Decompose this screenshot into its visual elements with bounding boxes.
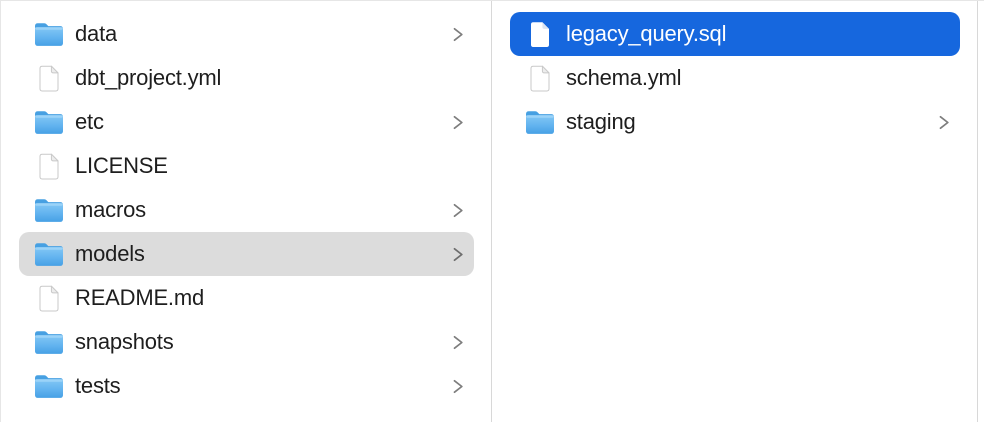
row-tests[interactable]: tests [19, 364, 474, 408]
chevron-right-icon [453, 203, 464, 218]
finder-column-right: legacy_query.sql schema.yml staging [492, 1, 978, 422]
row-staging[interactable]: staging [510, 100, 960, 144]
row-macros[interactable]: macros [19, 188, 474, 232]
finder-column-stub [978, 1, 984, 422]
item-label: legacy_query.sql [566, 21, 727, 46]
chevron-right-icon [453, 247, 464, 262]
folder-icon [34, 329, 64, 356]
folder-icon [525, 109, 555, 136]
folder-icon [34, 241, 64, 268]
folder-icon [34, 373, 64, 400]
file-icon [525, 65, 555, 92]
item-label: LICENSE [75, 153, 168, 178]
item-label: tests [75, 373, 121, 398]
chevron-right-icon [453, 379, 464, 394]
item-label: snapshots [75, 329, 174, 354]
file-icon [525, 21, 555, 48]
row-models[interactable]: models [19, 232, 474, 276]
row-readme-md[interactable]: README.md [19, 276, 474, 320]
chevron-right-icon [939, 115, 950, 130]
finder-column-left: data dbt_project.yml etc LICENSE macros … [0, 1, 492, 422]
item-label: models [75, 241, 145, 266]
item-label: etc [75, 109, 104, 134]
item-label: README.md [75, 285, 204, 310]
folder-icon [34, 109, 64, 136]
file-icon [34, 65, 64, 92]
row-dbt-project-yml[interactable]: dbt_project.yml [19, 56, 474, 100]
item-label: macros [75, 197, 146, 222]
folder-icon [34, 21, 64, 48]
row-legacy-query-sql[interactable]: legacy_query.sql [510, 12, 960, 56]
chevron-right-icon [453, 27, 464, 42]
file-icon [34, 285, 64, 312]
item-label: schema.yml [566, 65, 682, 90]
item-label: staging [566, 109, 636, 134]
row-snapshots[interactable]: snapshots [19, 320, 474, 364]
folder-icon [34, 197, 64, 224]
row-license[interactable]: LICENSE [19, 144, 474, 188]
item-label: data [75, 21, 118, 46]
chevron-right-icon [453, 115, 464, 130]
chevron-right-icon [453, 335, 464, 350]
row-schema-yml[interactable]: schema.yml [510, 56, 960, 100]
item-label: dbt_project.yml [75, 65, 222, 90]
row-data[interactable]: data [19, 12, 474, 56]
row-etc[interactable]: etc [19, 100, 474, 144]
file-icon [34, 153, 64, 180]
